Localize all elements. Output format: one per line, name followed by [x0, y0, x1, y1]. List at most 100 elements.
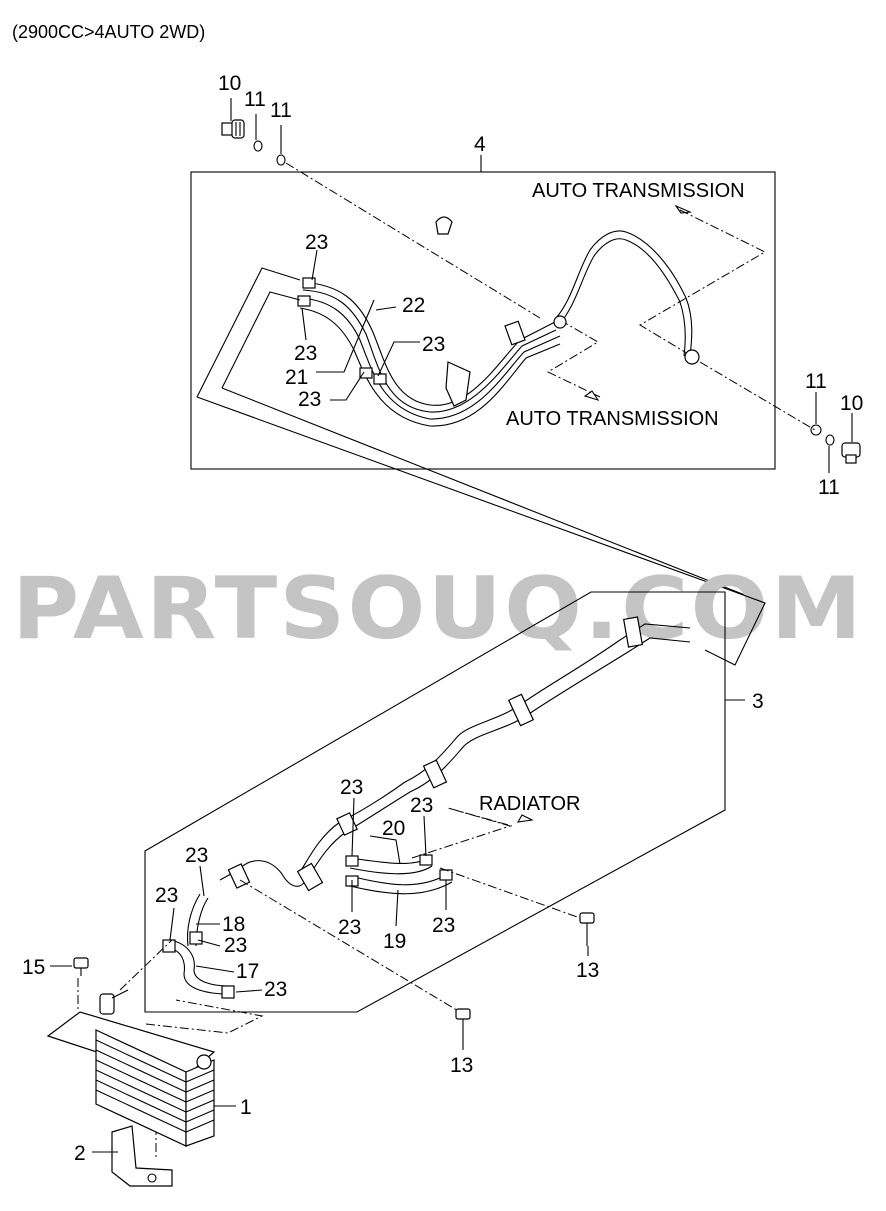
- bolt-13-right: [579, 912, 595, 946]
- assembly-4-frame: [190, 171, 776, 470]
- subframe-upper-b: [221, 291, 301, 389]
- washer-11-upper-a: [253, 140, 263, 152]
- leader-23g: [199, 865, 205, 897]
- callout-23-lower-k: 23: [432, 914, 455, 937]
- leader-23f: [423, 815, 427, 857]
- callout-3: 3: [752, 690, 764, 713]
- leader-17: [195, 965, 235, 973]
- steel-line-upper-b: [557, 238, 686, 357]
- hose-18-b: [186, 893, 201, 947]
- dashline-to-radiator: [411, 807, 513, 859]
- callout-17: 17: [236, 960, 259, 983]
- callout-2: 2: [74, 1142, 86, 1165]
- hose-clamp-23h: [162, 939, 176, 953]
- callout-18: 18: [222, 913, 245, 936]
- steel-line-lower-a: [299, 623, 691, 873]
- hose-19-a: [349, 873, 449, 886]
- label-auto-transmission-upper: AUTO TRANSMISSION: [532, 180, 745, 202]
- mounting-bracket-2: [111, 1125, 173, 1187]
- dashline-cooler-outlet: [145, 999, 264, 1034]
- label-radiator: RADIATOR: [479, 793, 581, 815]
- hose-line-d: [299, 307, 561, 427]
- pipe-bracket-d: [507, 693, 535, 727]
- pipe-assembly-4-group: [190, 98, 861, 604]
- pipe-bracket-h: [336, 812, 358, 836]
- callout-23-lower-l: 23: [264, 978, 287, 1001]
- leader-23a: [311, 249, 318, 281]
- bolt-13-lower: [455, 1008, 471, 1042]
- callout-11-right-a: 11: [805, 370, 827, 393]
- hose-20-b: [349, 865, 433, 875]
- banjo-fitting-center: [553, 315, 567, 329]
- link-to-lower-a: [196, 396, 736, 593]
- label-auto-transmission-lower: AUTO TRANSMISSION: [506, 408, 719, 430]
- leader-19: [395, 889, 399, 927]
- eye-bolt-10-lower: [841, 442, 861, 464]
- callout-23-upper-a: 23: [305, 231, 328, 254]
- leader-22: [375, 306, 397, 311]
- pipe-bracket-c: [622, 616, 644, 648]
- leader-23i: [197, 939, 221, 947]
- leader-23e: [351, 797, 355, 857]
- callout-13-lower: 13: [450, 1054, 473, 1077]
- diagram-header: (2900CC>4AUTO 2WD): [12, 22, 205, 42]
- hose-clamp-23e: [345, 855, 359, 867]
- watermark-text: PARTSOUQ.COM: [12, 559, 864, 659]
- subframe-upper-a: [196, 267, 301, 398]
- hose-line-a: [302, 281, 556, 406]
- callout-23-lower-g: 23: [185, 844, 208, 867]
- callout-23-upper-b: 23: [294, 342, 317, 365]
- leader-21: [316, 299, 375, 373]
- pipe-bracket-b: [445, 361, 471, 407]
- pipe-bracket-f: [296, 862, 324, 892]
- callout-21: 21: [285, 366, 308, 389]
- hose-clip: [435, 216, 453, 235]
- arrow-lower: [583, 390, 600, 401]
- link-to-lower-b: [221, 387, 766, 604]
- callout-23-upper-c: 23: [422, 333, 445, 356]
- hose-line-b: [302, 289, 557, 413]
- callout-11-upper-b: 11: [270, 99, 292, 122]
- dashline-to-auto-trans-lower: [546, 319, 601, 398]
- callout-22: 22: [402, 294, 425, 317]
- callout-19: 19: [383, 930, 406, 953]
- leader-23c: [377, 341, 420, 377]
- hose-clamp-23d: [373, 373, 387, 385]
- hose-17-b: [169, 939, 229, 987]
- callout-20: 20: [382, 817, 405, 840]
- steel-line-upper-a: [555, 230, 693, 357]
- washer-11-lower-b: [825, 434, 835, 446]
- callout-23-lower-f: 23: [410, 794, 433, 817]
- arrow-radiator: [516, 814, 534, 823]
- leader-23b: [301, 307, 307, 341]
- washer-11-upper-b: [276, 154, 286, 166]
- dashline-to-bolt-13a: [439, 867, 581, 919]
- hose-clamp-23b: [297, 295, 311, 307]
- callout-23-lower-e: 23: [340, 776, 363, 799]
- oil-cooler-1: [46, 989, 216, 1147]
- steel-line-lower-b: [305, 637, 691, 881]
- callout-1: 1: [240, 1096, 252, 1119]
- steel-line-lower-c: [219, 860, 307, 887]
- callout-23-lower-j: 23: [338, 916, 361, 939]
- washer-11-lower-a: [810, 424, 822, 436]
- hose-17-a: [167, 947, 229, 995]
- leader-23h: [169, 907, 175, 941]
- callout-4: 4: [474, 133, 486, 156]
- pipe-bracket-a: [504, 320, 526, 346]
- dashline-cooler-inlet: [119, 939, 173, 991]
- hose-clamp-23g: [419, 854, 433, 866]
- eye-bolt-10-upper: [221, 119, 245, 139]
- leader-23d: [330, 371, 365, 401]
- callout-15: 15: [22, 956, 45, 979]
- callout-23-lower-h: 23: [155, 884, 178, 907]
- callout-23-lower-i: 23: [224, 934, 247, 957]
- callout-10-upper: 10: [218, 72, 241, 95]
- dashline-upper-left: [285, 162, 541, 319]
- arrow-upper: [674, 204, 693, 214]
- callout-11-right-b: 11: [818, 476, 840, 499]
- bolt-15: [50, 957, 89, 976]
- assembly-3-frame: [144, 591, 726, 1013]
- pipe-assembly-3-group: [46, 591, 766, 1187]
